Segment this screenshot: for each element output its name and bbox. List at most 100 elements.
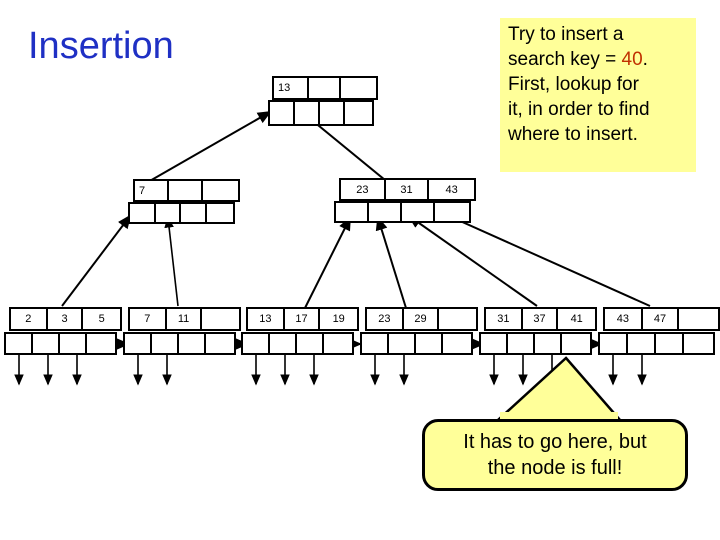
leaf-6-pointer-row — [598, 332, 715, 355]
leaf-6-key-cell-2 — [679, 309, 718, 329]
callout-line-3: First, lookup for — [508, 74, 639, 95]
leaf-1-pointer-cell-2 — [60, 334, 88, 353]
internal-node-right: 23 31 43 — [334, 178, 476, 223]
leaf-3-pointer-cell-1 — [270, 334, 298, 353]
leaf-2-pointer-cell-1 — [152, 334, 180, 353]
internal-right-key-cell-0: 23 — [341, 180, 386, 199]
internal-left-pointer-cell-2 — [181, 204, 208, 222]
internal-left-pointer-cell-1 — [156, 204, 182, 222]
leaf-5-pointer-cell-0 — [481, 334, 509, 353]
internal-right-pointer-cell-3 — [435, 203, 469, 221]
leaf-5-key-row: 31 37 41 — [484, 307, 597, 331]
leaf-4-pointer-row — [360, 332, 473, 355]
callout-line-1: Try to insert a — [508, 24, 624, 45]
leaf-1-pointer-cell-3 — [87, 334, 116, 353]
leaf-5-pointer-cell-1 — [508, 334, 536, 353]
leaf-node-3: 13 17 19 — [241, 307, 359, 355]
edge-internal-right-to-leaf-6 — [438, 211, 651, 307]
callout-line-4: it, in order to find — [508, 99, 650, 120]
edge-internal-right-to-leaf-4 — [375, 216, 407, 309]
leaf-5-key-cell-0: 31 — [486, 309, 523, 329]
callout-insert-instruction: Try to insert a search key = 40. First, … — [500, 18, 696, 172]
leaf-node-1: 2 3 5 — [4, 307, 122, 355]
edge-internal-left-to-leaf-2 — [164, 216, 179, 307]
leaf-5-key-cell-2: 41 — [558, 309, 595, 329]
leaf-1-pointer-cell-1 — [33, 334, 61, 353]
leaf-4-pointer-cell-3 — [443, 334, 472, 353]
leaf-node-6: 43 47 — [598, 307, 720, 355]
leaf-6-key-row: 43 47 — [603, 307, 720, 331]
leaf-4-key-row: 23 29 — [365, 307, 478, 331]
leaf-3-key-row: 13 17 19 — [246, 307, 359, 331]
internal-right-pointer-cell-2 — [402, 203, 436, 221]
leaf-node-5: 31 37 41 — [479, 307, 597, 355]
leaf-5-pointer-cell-3 — [562, 334, 591, 353]
leaf-2-key-cell-1: 11 — [166, 309, 203, 329]
leaf-3-key-cell-1: 17 — [284, 309, 321, 329]
leaf-6-pointer-cell-2 — [656, 334, 685, 353]
leaf-4-pointer-cell-1 — [389, 334, 417, 353]
leaf-3-key-cell-0: 13 — [248, 309, 285, 329]
leaf-3-key-cell-2: 19 — [320, 309, 357, 329]
leaf-4-pointer-cell-2 — [416, 334, 444, 353]
leaf-6-pointer-cell-1 — [628, 334, 657, 353]
internal-left-key-cell-1 — [168, 181, 204, 200]
bubble-text: It has to go here, but the node is full! — [463, 429, 646, 481]
internal-left-key-row: 7 — [133, 179, 240, 202]
callout-line-2-text: search key = — [508, 49, 622, 70]
leaf-2-pointer-cell-0 — [125, 334, 153, 353]
root-pointer-row — [268, 100, 374, 126]
leaf-1-key-cell-2: 5 — [83, 309, 120, 329]
leaf-6-key-cell-1: 47 — [642, 309, 680, 329]
leaf-2-pointer-cell-2 — [179, 334, 207, 353]
page-title: Insertion — [28, 25, 174, 67]
root-pointer-cell-1 — [295, 102, 321, 124]
leaf-1-key-row: 2 3 5 — [9, 307, 122, 331]
edge-internal-right-to-leaf-5 — [407, 214, 538, 307]
internal-left-pointer-row — [128, 202, 235, 224]
leaf-6-key-cell-0: 43 — [605, 309, 643, 329]
internal-right-key-row: 23 31 43 — [339, 178, 476, 201]
internal-node-left: 7 — [128, 179, 240, 224]
leaf-4-pointer-cell-0 — [362, 334, 390, 353]
edge-internal-left-to-leaf-1 — [61, 214, 132, 307]
root-pointer-cell-2 — [320, 102, 346, 124]
leaf-5-pointer-row — [479, 332, 592, 355]
leaf-2-key-row: 7 11 — [128, 307, 241, 331]
internal-right-key-cell-1: 31 — [385, 180, 430, 199]
internal-right-pointer-cell-1 — [369, 203, 403, 221]
leaf-1-key-cell-0: 2 — [11, 309, 48, 329]
edge-internal-right-to-leaf-3 — [304, 216, 351, 309]
leaf-2-key-cell-2 — [202, 309, 239, 329]
callout-line-5: where to insert. — [508, 124, 638, 145]
internal-left-key-cell-0: 7 — [135, 181, 169, 200]
leaf-5-pointer-cell-2 — [535, 334, 563, 353]
internal-right-pointer-row — [334, 201, 471, 223]
leaf-2-key-cell-0: 7 — [130, 309, 167, 329]
callout-search-key: 40 — [621, 49, 643, 70]
internal-left-key-cell-2 — [203, 181, 238, 200]
root-pointer-cell-0 — [270, 102, 296, 124]
leaf-5-key-cell-1: 37 — [522, 309, 559, 329]
internal-right-pointer-cell-0 — [336, 203, 370, 221]
callout-line-2: search key = 40. — [508, 47, 690, 72]
root-key-cell-2 — [341, 78, 376, 98]
leaf-3-pointer-cell-2 — [297, 334, 325, 353]
leaf-6-pointer-cell-3 — [684, 334, 714, 353]
bubble-line-2: the node is full! — [487, 457, 623, 479]
leaf-node-4: 23 29 — [360, 307, 478, 355]
root-key-row: 13 — [272, 76, 378, 100]
leaf-3-pointer-cell-3 — [324, 334, 353, 353]
leaf-4-key-cell-1: 29 — [403, 309, 440, 329]
leaf-1-pointer-row — [4, 332, 117, 355]
leaf-4-key-cell-0: 23 — [367, 309, 404, 329]
internal-left-pointer-cell-0 — [130, 204, 157, 222]
bubble-tail-shape — [494, 356, 623, 422]
edge-root-to-internal-left — [147, 111, 272, 183]
leaf-3-pointer-cell-0 — [243, 334, 271, 353]
callout-node-full: It has to go here, but the node is full! — [422, 419, 688, 491]
leaf-1-pointer-cell-0 — [6, 334, 34, 353]
leaf-node-2: 7 11 — [123, 307, 241, 355]
callout-line-2-period: . — [642, 49, 648, 70]
